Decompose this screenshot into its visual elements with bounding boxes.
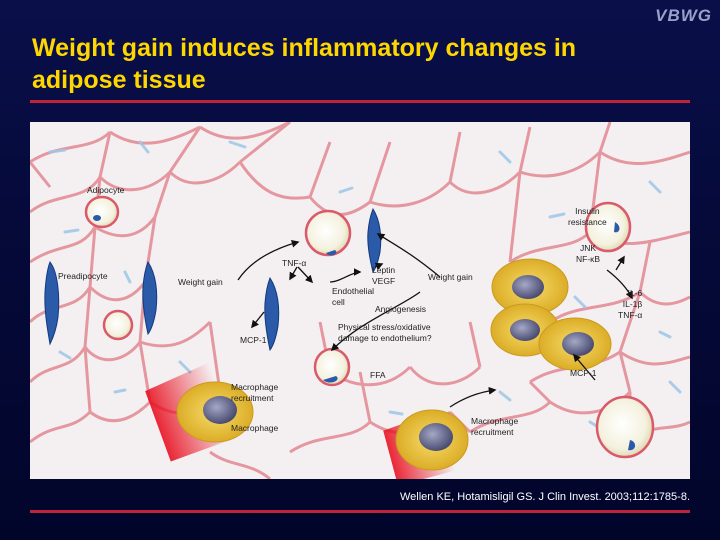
adipocyte-label: Adipocyte xyxy=(87,185,125,195)
bottom-divider xyxy=(30,510,690,513)
slide-title: Weight gain induces inflammatory changes… xyxy=(32,34,577,94)
citation: Wellen KE, Hotamisligil GS. J Clin Inves… xyxy=(400,491,690,503)
mcp1-right-arrow xyxy=(572,353,596,381)
macrophage-cells xyxy=(145,258,612,479)
title-divider xyxy=(30,100,690,103)
tissue-illustration xyxy=(30,122,690,479)
endothelial-arrow xyxy=(329,268,362,283)
mcp1-left-arrow xyxy=(251,311,265,329)
tnf-alpha-label: TNF-α xyxy=(282,258,307,268)
ffa-label: FFA xyxy=(370,370,386,380)
cytokine-arrow xyxy=(606,269,633,300)
preadipocyte-cells xyxy=(44,207,382,352)
weight-gain-center-label: Weight gain xyxy=(428,272,473,282)
angiogenesis-label: Angiogenesis xyxy=(375,304,427,314)
tnf-arrow-2 xyxy=(297,266,314,284)
macrophage-recruitment-right-arrow xyxy=(449,386,497,408)
preadipocyte-label: Preadipocyte xyxy=(58,271,108,281)
physical-stress-label: Physical stress/oxidative damage to endo… xyxy=(338,322,432,343)
adipocyte-cells xyxy=(84,195,655,459)
tissue-flecks xyxy=(48,140,682,430)
vbwg-logo: VBWG xyxy=(655,6,712,25)
mcp1-left-label: MCP-1 xyxy=(240,335,267,345)
physical-stress-arrow xyxy=(330,291,421,352)
macrophage-recruitment-right-label: Macrophage recruitment xyxy=(471,416,519,437)
pathway-arrows xyxy=(237,233,633,408)
jnk-nfkb-arrow xyxy=(615,255,625,271)
macrophage-recruitment-left-label: Macrophage recruitment xyxy=(231,382,279,403)
adipose-tissue-figure: Adipocyte Preadipocyte Weight gain TNF-α… xyxy=(30,122,690,479)
weight-gain-left-arrow xyxy=(237,239,300,281)
citation-text: Wellen KE, Hotamisligil GS. J Clin Inves… xyxy=(399,491,690,503)
leptin-arrow xyxy=(374,262,384,271)
weight-gain-left-label: Weight gain xyxy=(178,277,223,287)
cytokines-label: IL-6 IL-1β TNF-α xyxy=(618,288,643,320)
leptin-vegf-label: Leptin VEGF xyxy=(372,265,396,286)
tissue-cell-mesh xyxy=(30,122,690,479)
macrophage-label: Macrophage xyxy=(231,423,279,433)
weight-gain-center-arrow xyxy=(376,233,441,278)
insulin-resistance-label: Insulin resistance xyxy=(568,206,607,227)
endothelial-cell-label: Endothelial cell xyxy=(332,286,375,307)
jnk-nfkb-label: JNK NF-κB xyxy=(576,243,601,264)
tnf-arrow-1 xyxy=(289,266,298,281)
mcp1-right-label: MCP-1 xyxy=(570,368,597,378)
